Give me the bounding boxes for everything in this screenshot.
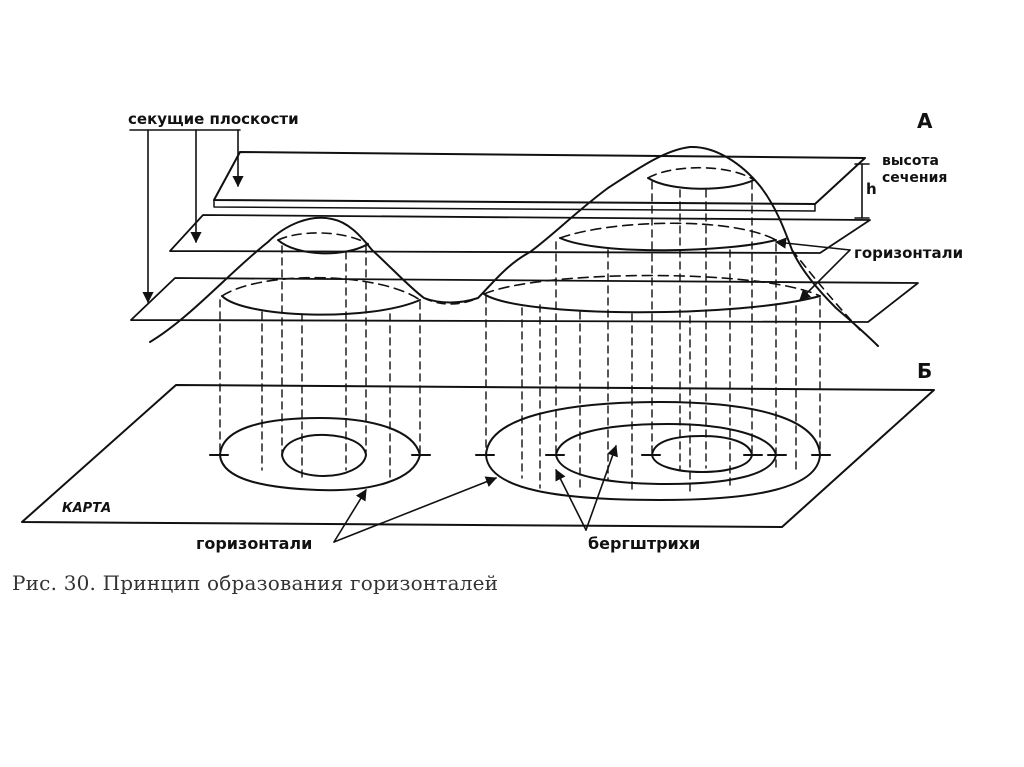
- map-contours-right: [475, 401, 831, 501]
- left-hill-contours: [221, 232, 421, 316]
- map-contours-left: [209, 417, 431, 492]
- pointer-lines: [333, 237, 851, 543]
- cutting-plane-top: [213, 151, 866, 212]
- cutting-plane-middle: [169, 214, 871, 254]
- label-contours-right: горизонтали: [854, 244, 963, 262]
- section-height-marker: [854, 163, 870, 219]
- label-cutting-planes: секущие плоскости: [128, 110, 299, 128]
- label-hachures: бергштрихи: [588, 534, 700, 553]
- terrain-profile: [149, 145, 879, 347]
- label-section-height-2: сечения: [882, 170, 947, 186]
- cutting-plane-arrows: [129, 129, 244, 304]
- figure-caption: Рис. 30. Принцип образования горизонтале…: [12, 571, 499, 595]
- cutting-plane-bottom: [130, 277, 919, 323]
- label-contours-bottom: горизонтали: [196, 534, 312, 553]
- label-h: h: [866, 180, 877, 198]
- projection-lines: [219, 181, 821, 497]
- label-section-height-1: высота: [882, 153, 939, 169]
- right-hill-contours: [423, 166, 861, 331]
- label-letter-a: А: [917, 109, 933, 133]
- label-letter-b: Б: [917, 359, 932, 383]
- label-map: КАРТА: [62, 501, 111, 516]
- map-plane: [21, 384, 935, 528]
